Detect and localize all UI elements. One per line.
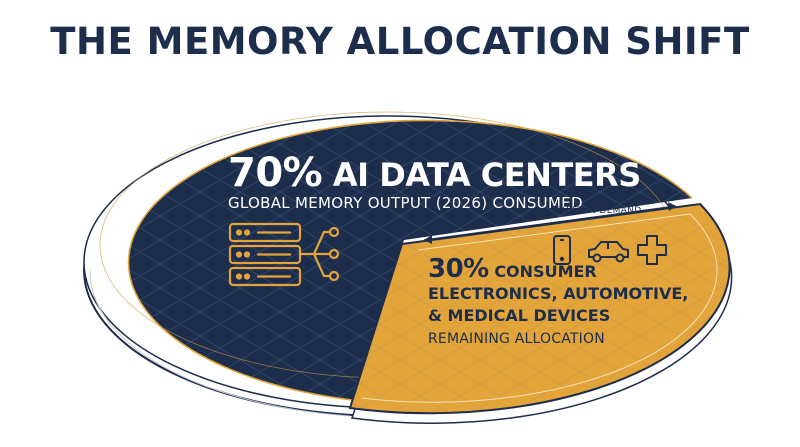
slice-consumer-sublabel: REMAINING ALLOCATION — [428, 331, 605, 347]
slice-ai-sublabel: GLOBAL MEMORY OUTPUT (2026) CONSUMED — [228, 194, 583, 212]
slice-consumer-percent: 30% — [428, 254, 489, 284]
smartphone-icon — [553, 235, 571, 265]
medical-cross-icon — [637, 235, 667, 265]
slice-consumer-line-1: CONSUMER — [494, 262, 597, 281]
slice-consumer-label: 30% CONSUMER ELECTRONICS, AUTOMOTIVE, & ME… — [428, 256, 689, 327]
slice-ai-label: 70% AI DATA CENTERS — [228, 150, 641, 196]
server-network-icon — [228, 222, 340, 287]
slice-ai-percent: 70% — [228, 150, 323, 196]
chart-title: THE MEMORY ALLOCATION SHIFT — [50, 20, 750, 63]
slice-consumer-line-2: ELECTRONICS, AUTOMOTIVE, — [428, 284, 689, 303]
shift-arrow — [423, 202, 677, 244]
slice-consumer-line-3: & MEDICAL DEVICES — [428, 306, 611, 325]
car-icon — [588, 241, 629, 263]
slice-ai-title: AI DATA CENTERS — [332, 156, 641, 194]
shift-arrow-label: SHIFT IN DEMAND — [556, 206, 642, 216]
slice-consumer — [348, 202, 733, 424]
